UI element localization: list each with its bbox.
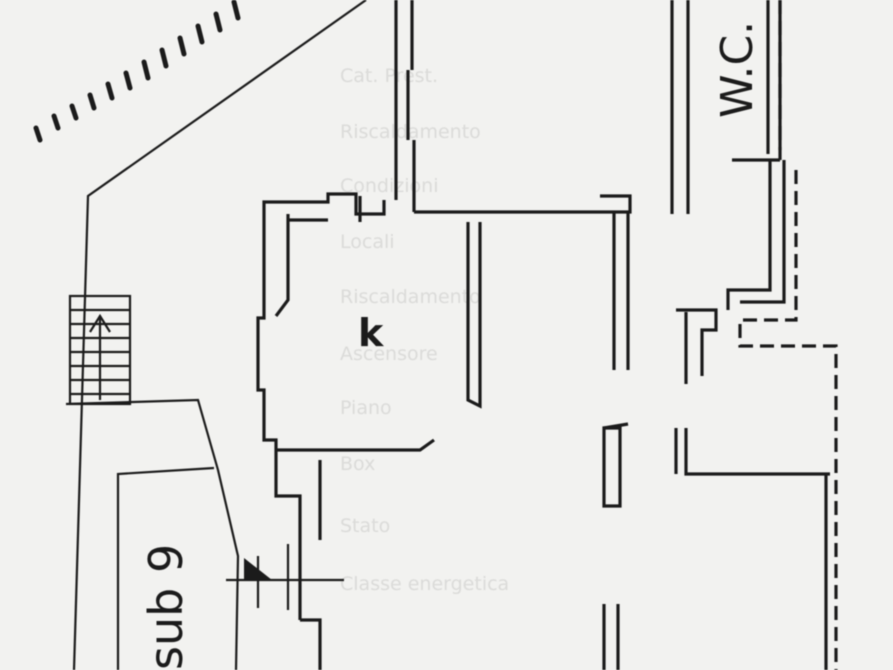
room-label-wc: W.C. (712, 21, 763, 118)
room-label-sub9: sub 9 (139, 544, 193, 670)
ghost-text-group: Cat. Prest. Riscaldamento Condizioni Loc… (340, 65, 509, 595)
ghost-text: Classe energetica (340, 573, 509, 595)
hatch-edge (33, 0, 241, 143)
ghost-text: Piano (340, 397, 392, 419)
walls (256, 0, 830, 670)
ghost-text: Box (340, 453, 375, 475)
section-marker-icon (226, 544, 344, 610)
ghost-text: Ascensore (340, 343, 438, 365)
outer-boundary (72, 0, 367, 670)
sub9-outline (65, 398, 240, 670)
dashed-boundary (738, 0, 838, 670)
sub9-inner (116, 466, 215, 670)
ghost-text: Riscaldamento (340, 121, 481, 143)
ghost-text: Riscaldamento (340, 286, 481, 308)
ghost-text: Cat. Prest. (340, 65, 438, 87)
stair-arrow-icon (89, 313, 111, 400)
ghost-text: Stato (340, 515, 390, 537)
room-label-kitchen: k (358, 311, 384, 355)
ghost-text: Locali (340, 231, 395, 253)
